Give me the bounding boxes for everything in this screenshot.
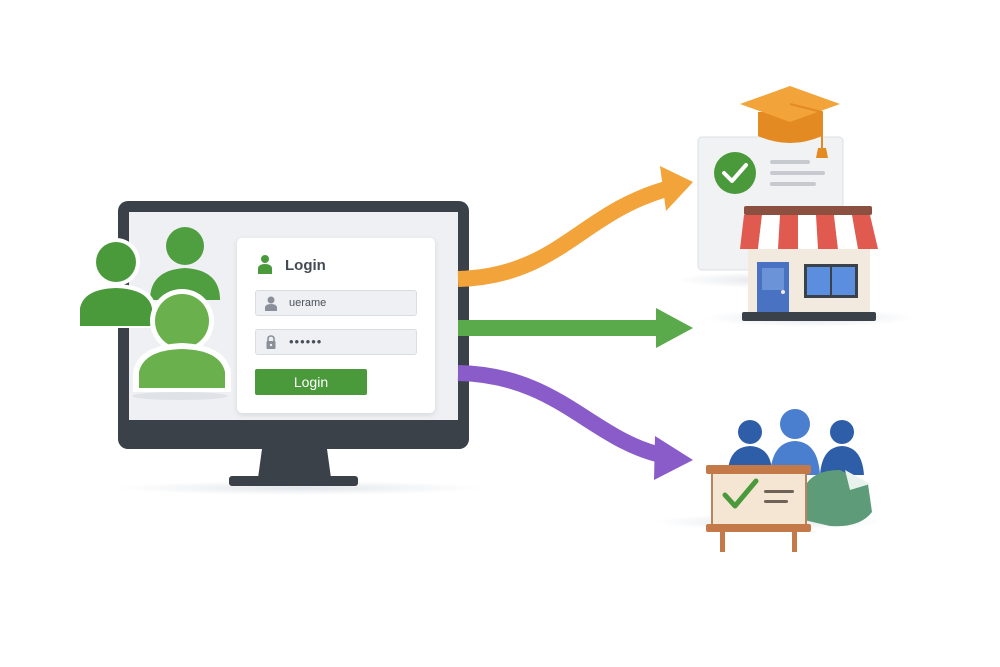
user-icon (258, 255, 272, 274)
login-button[interactable]: Login (255, 369, 367, 395)
arrow-to-education (457, 166, 693, 287)
users-icon (76, 227, 231, 400)
username-field[interactable]: uerame (255, 290, 417, 316)
user-icon (265, 296, 277, 311)
team-meeting-board-icon (655, 409, 885, 552)
arrow-to-team (457, 365, 693, 480)
arrow-to-business (458, 308, 693, 348)
lock-icon (266, 335, 276, 349)
awning (740, 215, 878, 249)
login-title: Login (285, 257, 326, 274)
password-field[interactable]: •••••• (255, 329, 417, 355)
username-value: uerame (289, 297, 327, 309)
password-value: •••••• (289, 334, 323, 349)
storefront-icon (705, 206, 915, 327)
login-form: Login uerame •••••• Login (237, 238, 435, 413)
